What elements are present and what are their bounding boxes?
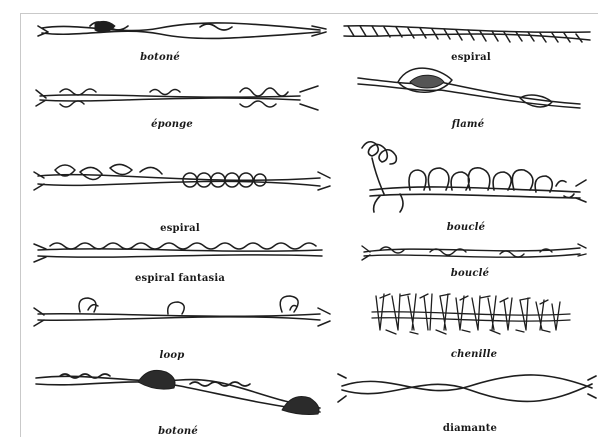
yarn-loop bbox=[34, 296, 330, 326]
yarn-chenille bbox=[372, 294, 570, 334]
yarn-boucle-large bbox=[362, 142, 586, 212]
label-boucle-large: bouclé bbox=[447, 222, 485, 233]
yarn-espiral-left bbox=[34, 164, 330, 190]
label-espiral-fantasia: espiral fantasia bbox=[135, 273, 225, 284]
yarn-flame-slub bbox=[410, 75, 444, 88]
yarn-espiral-right bbox=[344, 26, 590, 42]
label-eponge: éponge bbox=[151, 119, 193, 130]
label-chenille: chenille bbox=[451, 349, 497, 360]
yarn-botone-knot-1 bbox=[138, 370, 175, 389]
yarn-diamante bbox=[338, 374, 596, 402]
label-espiral-left: espiral bbox=[160, 223, 200, 234]
label-botone-top: botoné bbox=[140, 52, 180, 63]
label-diamante: diamante bbox=[443, 423, 497, 434]
label-botone-bottom: botoné bbox=[158, 426, 198, 437]
yarn-eponge bbox=[36, 86, 318, 110]
yarn-flame bbox=[358, 68, 580, 108]
label-flame: flamé bbox=[452, 119, 485, 130]
yarn-botone-bottom bbox=[36, 374, 320, 412]
label-loop: loop bbox=[160, 350, 185, 361]
yarn-boucle-small bbox=[362, 244, 586, 260]
label-espiral-right: espiral bbox=[451, 52, 491, 63]
label-boucle-small: bouclé bbox=[451, 268, 489, 279]
yarn-botone-knot bbox=[95, 21, 115, 32]
yarn-botone-top bbox=[38, 22, 326, 38]
yarn-espiral-fantasia bbox=[34, 243, 322, 262]
yarn-botone-knot-2 bbox=[282, 397, 319, 415]
